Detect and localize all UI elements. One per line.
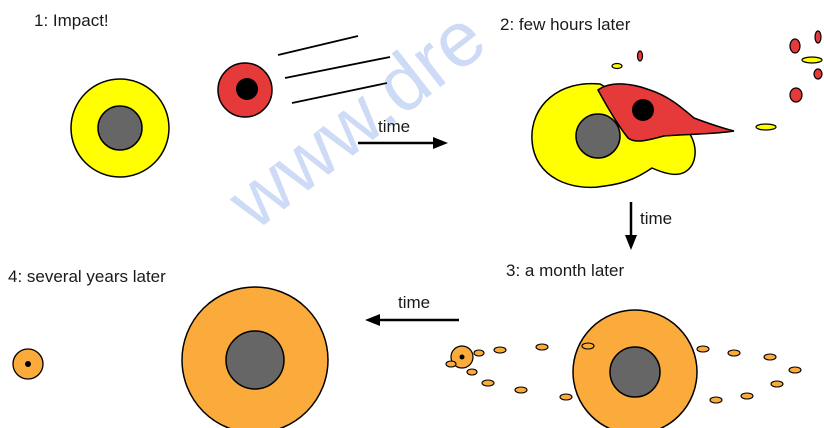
time-arrow-2: time <box>625 202 672 250</box>
stage-1-label: 1: Impact! <box>34 11 109 30</box>
arrow-2-label: time <box>640 209 672 228</box>
proto-earth-core <box>98 106 142 150</box>
impactor-core-smear <box>632 99 654 121</box>
stage-3-debris-disk: 3: a month later <box>446 261 801 428</box>
arrow-2-head <box>625 235 637 250</box>
earth-month-core <box>610 347 660 397</box>
impactor-core <box>236 78 258 100</box>
arrow-1-head <box>433 137 448 149</box>
deformed-earth-core <box>576 114 620 158</box>
arrow-3-head <box>365 314 380 326</box>
stage-2-label: 2: few hours later <box>500 15 631 34</box>
stage-4-label: 4: several years later <box>8 267 166 286</box>
earth-final-core <box>226 331 284 389</box>
stage-2-collision: 2: few hours later <box>500 15 822 187</box>
arrow-3-label: time <box>398 293 430 312</box>
moon-final <box>13 349 43 379</box>
time-arrow-3: time <box>365 293 459 326</box>
stage-3-label: 3: a month later <box>506 261 624 280</box>
stage-4-earth-moon: 4: several years later <box>8 267 328 428</box>
